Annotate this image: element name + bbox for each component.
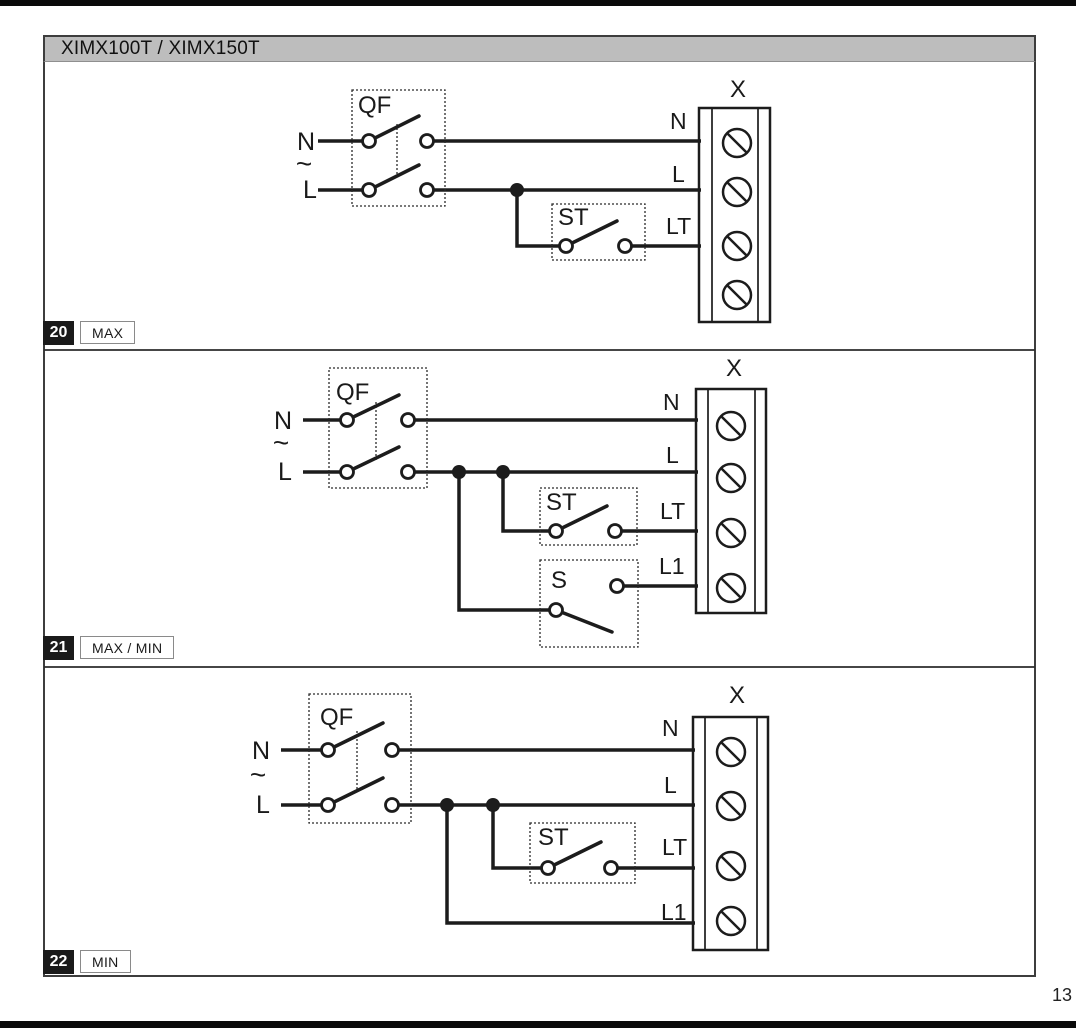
terminal-n-label: N — [670, 108, 687, 134]
figure-number-badge: 22 — [43, 950, 74, 974]
terminal-block-x — [697, 106, 772, 324]
ac-symbol: ~ — [250, 759, 266, 790]
ac-symbol: ~ — [296, 148, 312, 179]
figure-number-badge: 20 — [43, 321, 74, 345]
mode-tag: MAX / MIN — [80, 636, 175, 659]
s-label: S — [551, 567, 567, 594]
ac-symbol: ~ — [273, 427, 289, 458]
terminal-n-label: N — [662, 715, 679, 741]
qf-breaker — [351, 89, 446, 207]
supply-n-label: N — [252, 737, 270, 765]
page-top-rule — [0, 0, 1076, 6]
wires — [303, 418, 698, 612]
figure-caption-21: 21 MAX / MIN — [43, 636, 175, 660]
terminal-block-label: X — [730, 76, 746, 103]
terminal-screw-icon — [715, 572, 747, 604]
terminal-l1-label: L1 — [659, 553, 685, 579]
section-header: XIMX100T / XIMX150T — [43, 35, 1036, 62]
page-bottom-rule — [0, 1021, 1076, 1028]
supply-l-label: L — [256, 791, 270, 819]
st-label: ST — [546, 489, 577, 516]
qf-breaker — [328, 367, 428, 489]
page-number: 13 — [1051, 985, 1072, 1005]
terminal-screw-icon — [715, 790, 747, 822]
terminal-screw-icon — [715, 905, 747, 937]
diagram-max-min: N ~ L QF ST S X N L LT L1 — [273, 355, 768, 648]
junction-dot — [510, 183, 524, 197]
terminal-screw-icon — [715, 850, 747, 882]
junction-dot — [486, 798, 500, 812]
qf-label: QF — [320, 704, 353, 731]
terminal-screw-icon — [721, 230, 753, 262]
supply-n-label: N — [274, 407, 292, 435]
figure-number-badge: 21 — [43, 636, 74, 660]
terminal-block-label: X — [726, 355, 742, 382]
supply-n-label: N — [297, 128, 315, 156]
qf-label: QF — [358, 92, 391, 119]
st-switch — [529, 822, 636, 884]
qf-breaker — [308, 693, 412, 824]
junction-dot — [452, 465, 466, 479]
terminal-block-x — [691, 715, 770, 952]
supply-l-label: L — [303, 176, 317, 204]
supply-l-label: L — [278, 458, 292, 486]
st-switch — [539, 487, 638, 546]
terminal-screw-icon — [721, 127, 753, 159]
wires — [318, 139, 701, 248]
diagram-max: N ~ L QF ST X N L LT — [296, 76, 772, 324]
terminal-lt-label: LT — [666, 213, 691, 239]
terminal-l-label: L — [664, 772, 677, 798]
terminal-l-label: L — [666, 442, 679, 468]
terminal-lt-label: LT — [660, 498, 685, 524]
terminal-n-label: N — [663, 389, 680, 415]
figure-caption-20: 20 MAX — [43, 321, 136, 345]
junction-dot — [440, 798, 454, 812]
terminal-lt-label: LT — [662, 834, 687, 860]
wires — [281, 748, 695, 925]
qf-label: QF — [336, 379, 369, 406]
terminal-block-x — [694, 387, 768, 615]
mode-tag: MAX — [80, 321, 136, 344]
model-title: XIMX100T / XIMX150T — [61, 38, 260, 59]
st-label: ST — [538, 824, 569, 851]
st-label: ST — [558, 204, 589, 231]
terminal-screw-icon — [721, 176, 753, 208]
diagram-min: N ~ L QF ST X N L LT L1 — [250, 682, 770, 952]
terminal-l-label: L — [672, 161, 685, 187]
mode-tag: MIN — [80, 950, 131, 973]
junction-dot — [496, 465, 510, 479]
terminal-screw-icon — [715, 517, 747, 549]
terminal-screw-icon — [715, 410, 747, 442]
terminal-l1-label: L1 — [661, 899, 687, 925]
terminal-block-label: X — [729, 682, 745, 709]
terminal-screw-icon — [721, 279, 753, 311]
st-switch — [551, 203, 646, 261]
figure-caption-22: 22 MIN — [43, 950, 131, 974]
terminal-screw-icon — [715, 462, 747, 494]
s-switch — [539, 559, 639, 648]
terminal-screw-icon — [715, 736, 747, 768]
